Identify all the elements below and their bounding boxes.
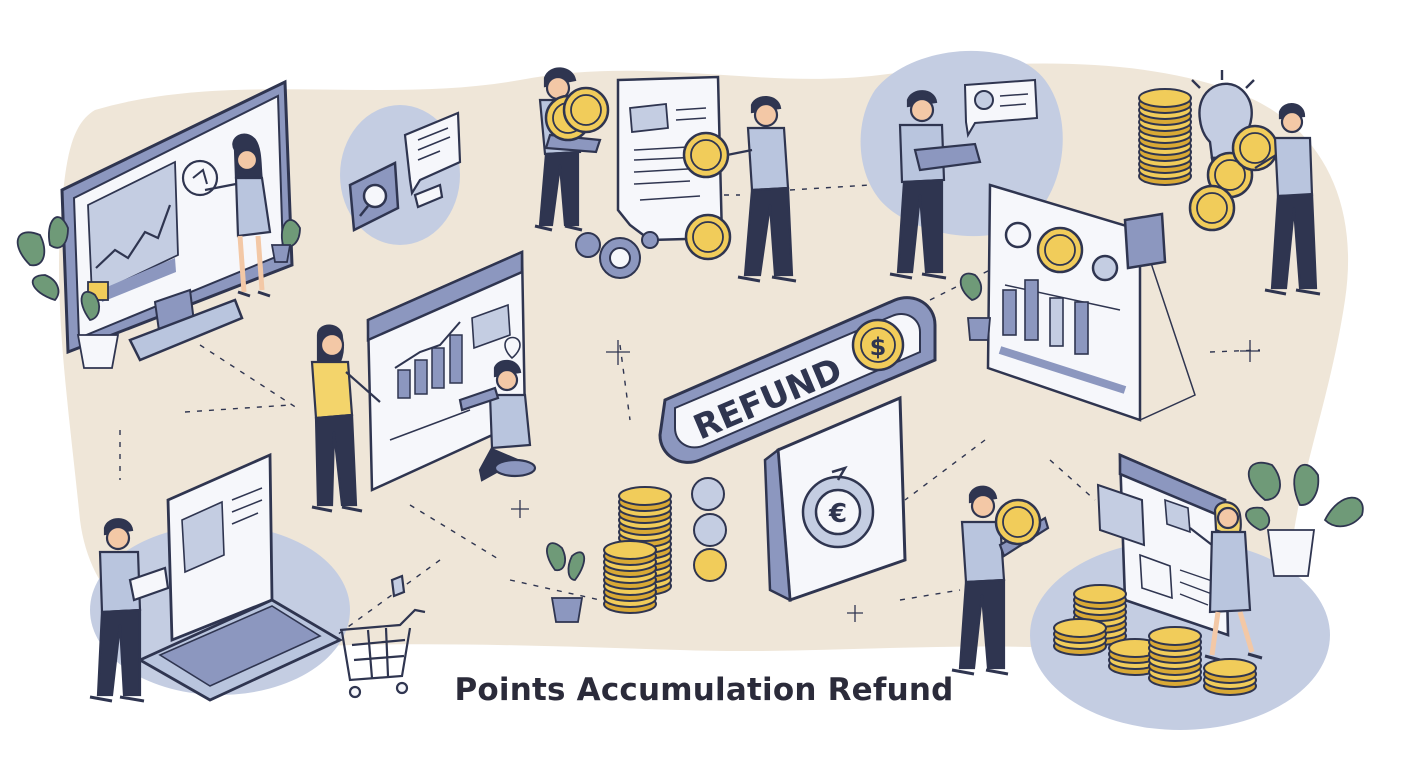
person-dashboard-woman: [1189, 501, 1263, 662]
profile-card-icon: [963, 78, 1039, 138]
coin-column: [691, 477, 727, 582]
laptop-icon: [136, 452, 344, 702]
document-icon: [616, 75, 724, 242]
sign-coin-symbol: $: [870, 333, 887, 361]
refund-currency-symbol: €: [828, 499, 847, 529]
coin-icon: [1188, 184, 1236, 232]
profile-dashboard: [1096, 452, 1230, 637]
plant-icon: [546, 542, 585, 623]
person-sitting: [458, 359, 537, 482]
person-coin-giver: [1254, 103, 1321, 296]
chart-board: [366, 250, 527, 492]
sparkle-marks: [511, 340, 1260, 622]
coin-icon: [682, 131, 730, 179]
person-presenter-yellow: [310, 324, 381, 513]
gear-icon: [575, 231, 659, 279]
chat-bubble-icon: [403, 111, 462, 209]
person-document-holder: [711, 96, 797, 283]
person-presenter: [204, 133, 272, 298]
coin-icon: [562, 86, 610, 134]
coin-icon: [684, 213, 732, 261]
illustration-caption: Points Accumulation Refund: [454, 672, 954, 708]
coin-icon: [994, 498, 1042, 546]
euro-refund-icon: €: [801, 465, 875, 549]
plant-icon: [1245, 461, 1364, 577]
person-tablet-user: [89, 518, 170, 703]
coin-icon: [1231, 124, 1279, 172]
plant-icon: [16, 216, 301, 369]
person-laptop-user: [889, 90, 982, 280]
coin-icon: [1036, 226, 1084, 274]
plant-icon: [959, 272, 991, 341]
shopping-cart-icon: [339, 574, 426, 699]
refund-sign: € REFUND $: [658, 296, 937, 603]
search-card: [348, 161, 400, 232]
coin-stack-icon: [1138, 88, 1192, 186]
